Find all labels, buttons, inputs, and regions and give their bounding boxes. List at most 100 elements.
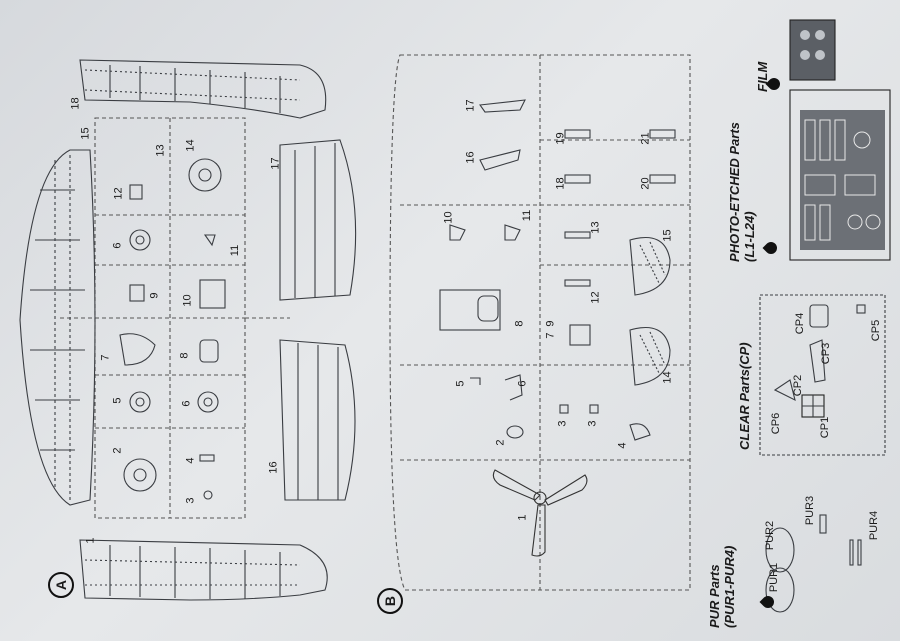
a-part-number: 15	[79, 127, 92, 140]
a-part-number: 10	[181, 294, 194, 307]
cowl-15	[629, 236, 671, 296]
clear-section-title: CLEAR Parts(CP)	[737, 342, 752, 450]
b-part-number: 12	[589, 291, 602, 304]
clear-part-label: CP2	[792, 374, 805, 397]
photo-etched-fret	[789, 89, 891, 261]
part-7	[569, 324, 591, 346]
part-13	[564, 231, 591, 239]
part-16	[479, 149, 521, 171]
a-part-number: 5	[111, 397, 124, 404]
b-part-number: 15	[661, 229, 674, 242]
wheel-c	[197, 391, 219, 413]
wheel-b	[129, 391, 151, 413]
b-part-number: 16	[464, 151, 477, 164]
panel-9	[129, 284, 145, 302]
a-part-number: 12	[112, 187, 125, 200]
part-3a	[559, 404, 569, 414]
b-part-number: 7	[544, 332, 557, 339]
part-5	[470, 377, 481, 385]
clear-parts-box	[759, 294, 886, 456]
a-part-number: 11	[229, 244, 242, 257]
b-part-number: 6	[516, 380, 529, 387]
b-part-number: 10	[442, 211, 455, 224]
a-part-number: 16	[267, 461, 280, 474]
a-part-number: 13	[154, 144, 167, 157]
seat-a	[199, 279, 226, 309]
photo-section-title: PHOTO-ETCHED Parts (L1-L24)	[727, 122, 758, 262]
a-part-number: 14	[184, 139, 197, 152]
a-part-number: 6	[111, 242, 124, 249]
part-21	[649, 129, 676, 139]
b-part-number: 2	[494, 439, 507, 446]
part-3	[203, 490, 213, 500]
part-6	[504, 374, 523, 401]
part-2	[506, 425, 524, 439]
b-part-number: 19	[554, 132, 567, 145]
photo-title: PHOTO-ETCHED Parts	[727, 122, 742, 262]
b-part-number: 3	[556, 420, 569, 427]
film-sheet	[789, 19, 836, 81]
upper-wing-right	[279, 139, 357, 301]
part-4	[199, 454, 215, 462]
b-part-number: 4	[616, 442, 629, 449]
a-part-number: 17	[269, 157, 282, 170]
sprue-a-label: A	[48, 572, 74, 598]
bulkhead	[119, 333, 156, 366]
b-part-number: 9	[544, 320, 557, 327]
part-3b	[589, 404, 599, 414]
sprue-b-frame	[389, 54, 691, 591]
pur-title: PUR Parts	[707, 564, 722, 628]
a-part-number: 2	[111, 447, 124, 454]
part-20	[649, 174, 676, 184]
clear-part-label: CP1	[819, 416, 832, 439]
cowl-14	[629, 326, 671, 386]
wheel-a	[129, 229, 151, 251]
clear-part-label: CP4	[794, 312, 807, 335]
a-part-number: 6	[180, 400, 193, 407]
a-part-number: 18	[69, 97, 82, 110]
sprue-b-label: B	[377, 588, 403, 614]
a-part-number: 1	[84, 537, 97, 544]
fuselage-half-bottom	[79, 539, 328, 601]
engine-rear	[123, 458, 157, 492]
b-part-number: 1	[516, 514, 529, 521]
b-part-number: 11	[521, 209, 534, 222]
part-10	[449, 224, 466, 241]
part-11	[203, 234, 216, 247]
lower-wing	[19, 149, 96, 506]
pur-part-label: PUR1	[768, 562, 781, 593]
b-part-number: 8	[513, 320, 526, 327]
pur-subtitle: (PUR1-PUR4)	[721, 545, 737, 628]
fuselage-half-top	[79, 59, 327, 119]
pur-part-label: PUR4	[868, 510, 881, 541]
part-18	[564, 174, 591, 184]
part-17	[479, 99, 526, 113]
a-part-number: 7	[99, 354, 112, 361]
part-12b	[564, 279, 591, 287]
b-part-number: 21	[639, 132, 652, 145]
propeller	[492, 469, 588, 557]
photo-subtitle: (L1-L24)	[741, 211, 757, 262]
upper-wing-left	[279, 339, 356, 501]
part-11b	[504, 224, 521, 241]
pur-parts	[765, 514, 862, 613]
engine-front	[188, 158, 222, 192]
part-4b	[629, 423, 651, 441]
clear-part-label: CP5	[870, 319, 883, 342]
pur-section-title: PUR Parts (PUR1-PUR4)	[707, 545, 738, 628]
b-part-number: 17	[464, 99, 477, 112]
b-part-number: 5	[454, 380, 467, 387]
a-part-number: 3	[184, 497, 197, 504]
clear-part-label: CP6	[770, 412, 783, 435]
a-part-number: 8	[178, 352, 191, 359]
b-part-number: 13	[589, 221, 602, 234]
seat-b	[199, 339, 219, 363]
pur-part-label: PUR2	[764, 520, 777, 551]
part-12	[129, 184, 143, 200]
b-part-number: 3	[586, 420, 599, 427]
a-part-number: 4	[184, 457, 197, 464]
part-8	[439, 289, 501, 331]
b-part-number: 14	[661, 371, 674, 384]
